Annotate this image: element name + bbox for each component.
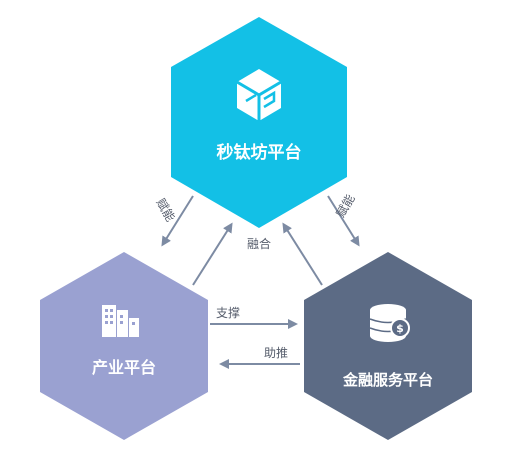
edge-label-fusion: 融合 — [247, 236, 271, 251]
arrow-left-to-top-fusion — [192, 222, 233, 286]
buildings-icon — [102, 305, 139, 337]
node-left: 产业平台 — [40, 252, 208, 440]
arrow-top-to-right — [327, 195, 360, 247]
edges — [161, 195, 360, 369]
edge-label-top-left: 赋能 — [153, 196, 177, 224]
edge-label-boost: 助推 — [264, 346, 288, 360]
svg-text:$: $ — [396, 322, 404, 335]
hexagon-right — [304, 252, 472, 440]
node-right: $ 金融服务平台 — [304, 252, 472, 440]
node-right-label: 金融服务平台 — [342, 371, 433, 389]
node-top: 秒钛坊平台 — [171, 17, 347, 228]
node-top-label: 秒钛坊平台 — [217, 142, 302, 163]
arrow-top-to-left — [161, 195, 194, 247]
cube-logo-icon — [236, 69, 282, 121]
coins-dollar-icon: $ — [369, 304, 410, 342]
hexagon-left — [40, 252, 208, 440]
edge-label-support: 支撑 — [216, 305, 240, 320]
edge-label-top-right: 赋能 — [333, 192, 357, 220]
arrow-right-to-top-fusion — [282, 222, 323, 286]
hexagon-top — [171, 17, 347, 228]
node-left-label: 产业平台 — [92, 358, 156, 377]
